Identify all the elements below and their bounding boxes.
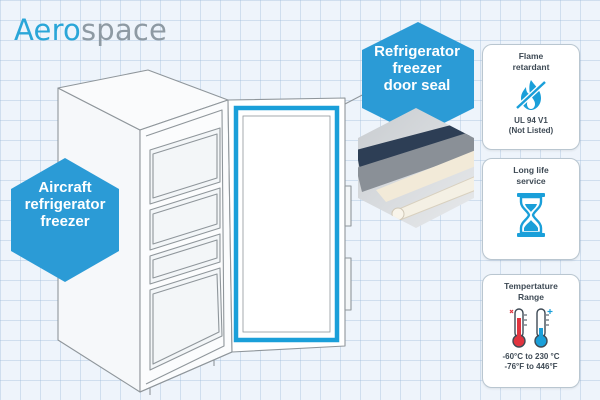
card-title-line: service bbox=[516, 175, 546, 186]
fridge-base bbox=[139, 351, 233, 393]
no-flame-icon bbox=[515, 80, 547, 111]
drawer-2 bbox=[149, 187, 221, 251]
fridge-inner-edge bbox=[145, 109, 225, 385]
flame-retardant-card: Flame retardant UL 94 V1 (Not Listed) bbox=[482, 44, 580, 150]
door-hinge-bottom bbox=[344, 257, 352, 311]
fridge-hexagon bbox=[11, 158, 119, 282]
flame-card-detail: UL 94 V1 (Not Listed) bbox=[483, 116, 579, 136]
title-part-aero: Aero bbox=[14, 13, 81, 47]
seal-profile-white bbox=[376, 150, 474, 202]
card-title-line: retardant bbox=[512, 61, 550, 72]
seal-hexagon bbox=[362, 22, 474, 136]
card-detail-line: -76°F to 446°F bbox=[504, 362, 558, 372]
door-seal-highlight bbox=[233, 105, 340, 343]
drawer-1 bbox=[149, 127, 221, 205]
drawer-3 bbox=[149, 233, 221, 285]
seal-photo bbox=[358, 108, 474, 228]
seal-label-line: door seal bbox=[383, 76, 451, 94]
door-hinge-top bbox=[344, 185, 352, 227]
hot-thermometer-icon bbox=[509, 308, 527, 348]
long-life-card: Long life service bbox=[482, 158, 580, 260]
card-detail-line: (Not Listed) bbox=[508, 126, 554, 136]
title-part-space: space bbox=[81, 13, 168, 47]
temperature-card: Tempertature Range -60°C to 230 °C -76°F… bbox=[482, 274, 580, 388]
card-detail-line: UL 94 V1 bbox=[514, 116, 548, 126]
flame-card-title: Flame retardant bbox=[483, 51, 579, 72]
page-title: Aerospace bbox=[14, 16, 167, 45]
drawer-3-inner bbox=[152, 239, 218, 279]
seal-profile-grey bbox=[358, 130, 474, 192]
card-title-line: Range bbox=[518, 291, 544, 302]
seal-label: Refrigerator freezer door seal bbox=[358, 43, 476, 94]
drawer-2-inner bbox=[152, 193, 218, 245]
drawer-4-inner bbox=[152, 273, 220, 365]
seal-label-line: Refrigerator bbox=[374, 43, 460, 60]
card-title-line: Flame bbox=[518, 51, 544, 61]
hourglass-icon bbox=[517, 193, 545, 238]
temp-card-detail: -60°C to 230 °C -76°F to 446°F bbox=[483, 352, 579, 372]
fridge-label: Aircraft refrigerator freezer bbox=[6, 179, 124, 230]
thermometers-icon bbox=[509, 308, 553, 348]
fridge-door bbox=[227, 97, 346, 353]
seal-profile-blue bbox=[358, 120, 474, 170]
cold-thermometer-icon bbox=[534, 308, 553, 348]
card-title-line: Tempertature bbox=[504, 281, 558, 291]
fridge-label-line: freezer bbox=[40, 212, 90, 230]
card-detail-line: -60°C to 230 °C bbox=[502, 352, 560, 362]
fridge-label-line: Aircraft bbox=[38, 179, 92, 196]
seal-label-line: freezer bbox=[392, 59, 442, 77]
drawer-1-inner bbox=[152, 133, 218, 199]
card-title-line: Long life bbox=[513, 165, 549, 175]
fridge-label-line: refrigerator bbox=[24, 195, 106, 213]
seal-profile-end bbox=[391, 207, 405, 221]
drawer-4 bbox=[149, 267, 223, 371]
life-card-title: Long life service bbox=[483, 165, 579, 186]
door-inner-panel bbox=[242, 115, 331, 333]
temp-card-title: Tempertature Range bbox=[483, 281, 579, 302]
